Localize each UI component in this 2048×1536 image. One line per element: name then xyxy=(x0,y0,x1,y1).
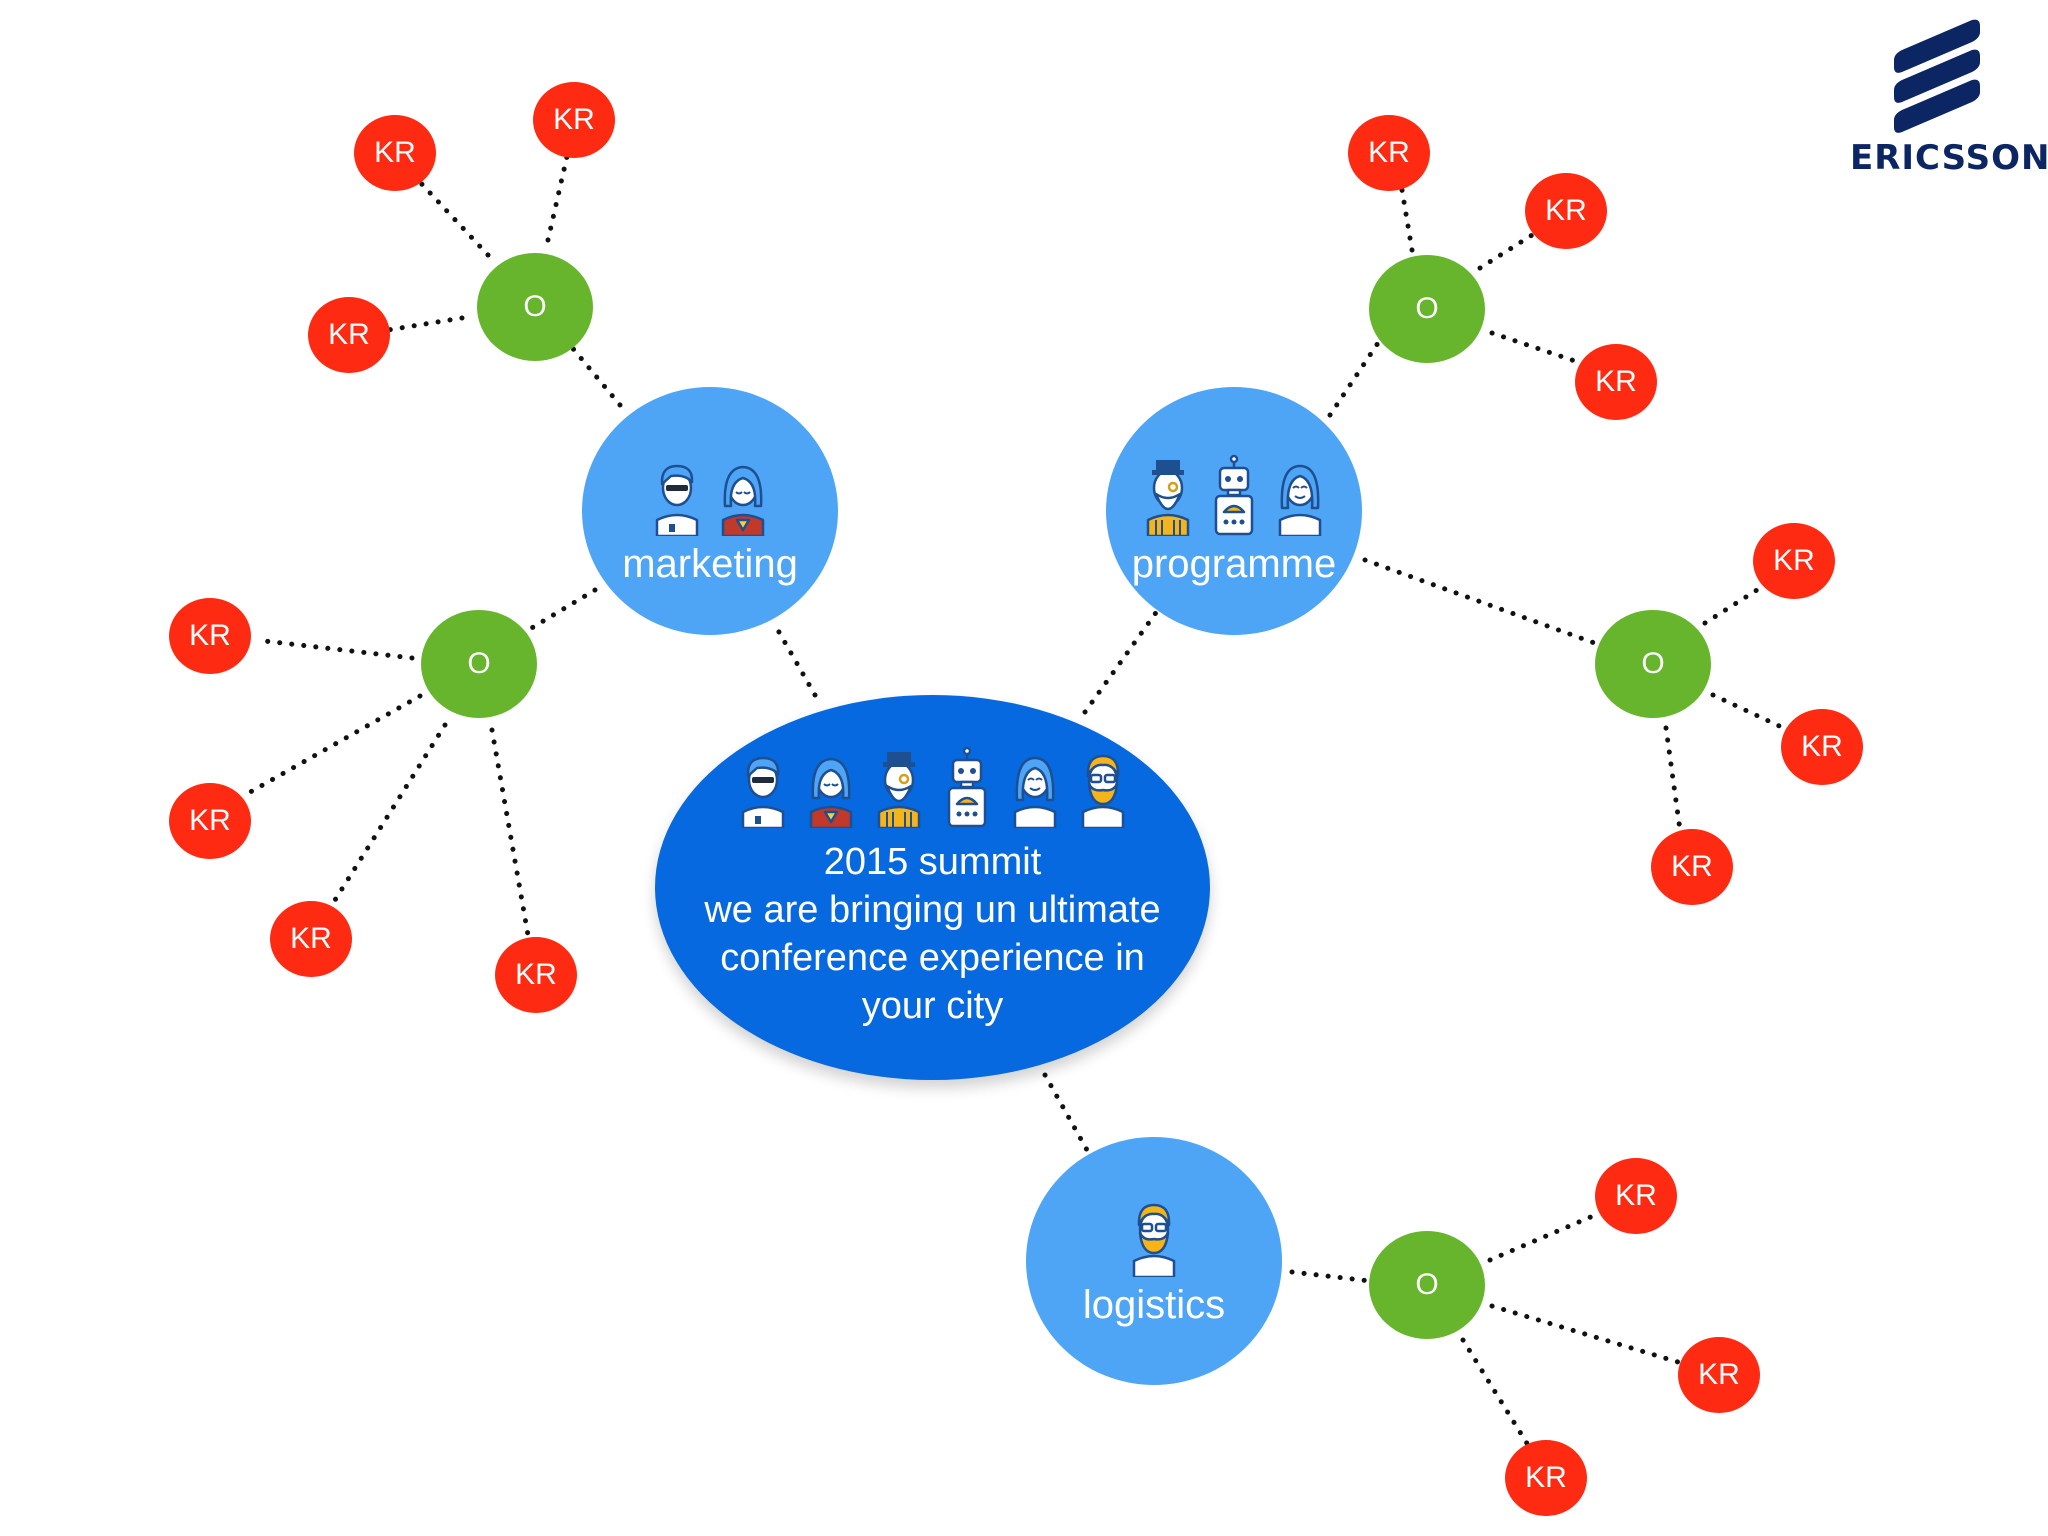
dotted-connector xyxy=(1702,580,1771,626)
ericsson-logo: ERICSSON xyxy=(1850,18,2048,188)
dotted-connector xyxy=(385,315,465,333)
objective-node-programme-upper[interactable]: O xyxy=(1369,255,1485,363)
dotted-connector xyxy=(1710,692,1793,734)
key-result-label: KR xyxy=(553,103,595,136)
key-result-label: KR xyxy=(515,958,557,991)
dotted-connector xyxy=(1042,1072,1090,1153)
key-result-label: KR xyxy=(1368,136,1410,169)
sunglasses-man-avatar xyxy=(655,464,699,536)
key-result-node[interactable]: KR xyxy=(1753,523,1835,599)
key-result-node[interactable]: KR xyxy=(1348,115,1430,191)
key-result-label: KR xyxy=(328,318,370,351)
key-result-label: KR xyxy=(1615,1179,1657,1212)
summit-tagline-line-1: we are bringing un ultimate xyxy=(704,888,1161,931)
key-result-node[interactable]: KR xyxy=(1505,1440,1587,1516)
key-result-label: KR xyxy=(1773,544,1815,577)
team-label-logistics: logistics xyxy=(1082,1282,1226,1327)
dotted-connector xyxy=(1082,597,1168,715)
dotted-connector xyxy=(1663,725,1683,833)
objective-label: O xyxy=(1415,1268,1439,1301)
bearded-hipster-avatar xyxy=(1081,754,1124,828)
summit-tagline-line-3: your city xyxy=(861,984,1004,1027)
key-result-node[interactable]: KR xyxy=(1651,829,1733,905)
objective-label: O xyxy=(1415,292,1439,325)
dotted-connector xyxy=(1487,1210,1603,1263)
summit-goal-node[interactable]: 2015 summit we are bringing un ultimate … xyxy=(655,695,1210,1080)
key-result-node[interactable]: KR xyxy=(270,901,352,977)
team-node-logistics[interactable]: logistics xyxy=(1026,1137,1282,1385)
team-node-programme[interactable]: programme xyxy=(1106,387,1362,635)
sunglasses-man-avatar xyxy=(741,756,784,828)
key-result-node[interactable]: KR xyxy=(533,82,615,158)
robot-avatar xyxy=(947,746,986,827)
key-result-node[interactable]: KR xyxy=(354,115,436,191)
dotted-connector xyxy=(567,342,623,408)
key-result-label: KR xyxy=(1595,365,1637,398)
dotted-connector xyxy=(332,722,448,903)
dotted-connector xyxy=(489,727,531,938)
key-result-label: KR xyxy=(189,619,231,652)
key-result-node[interactable]: KR xyxy=(169,783,251,859)
dotted-connector xyxy=(1489,330,1581,365)
key-result-label: KR xyxy=(290,922,332,955)
objective-label: O xyxy=(467,647,491,680)
bearded-hipster-avatar xyxy=(1132,1203,1176,1277)
key-result-label: KR xyxy=(1545,194,1587,227)
dotted-connector xyxy=(1460,1337,1531,1448)
ericsson-wordmark: ERICSSON xyxy=(1850,138,2048,178)
smiling-woman-avatar xyxy=(1013,756,1056,828)
objective-node-programme-lower[interactable]: O xyxy=(1595,610,1711,718)
key-result-label: KR xyxy=(1698,1358,1740,1391)
key-result-node[interactable]: KR xyxy=(1678,1337,1760,1413)
key-result-label: KR xyxy=(374,136,416,169)
key-result-node[interactable]: KR xyxy=(1595,1158,1677,1234)
objective-node-marketing-upper[interactable]: O xyxy=(477,253,593,361)
dotted-connector xyxy=(772,622,818,698)
key-result-node[interactable]: KR xyxy=(1781,709,1863,785)
wizard-avatar xyxy=(877,751,920,828)
robot-avatar xyxy=(1214,454,1254,535)
dotted-connector xyxy=(545,149,571,243)
key-result-label: KR xyxy=(1801,730,1843,763)
key-result-node[interactable]: KR xyxy=(1525,173,1607,249)
summit-title: 2015 summit xyxy=(823,840,1042,883)
dotted-connector xyxy=(1327,337,1383,418)
key-result-label: KR xyxy=(189,804,231,837)
dotted-connector xyxy=(415,177,491,258)
key-result-node[interactable]: KR xyxy=(169,598,251,674)
objective-node-logistics[interactable]: O xyxy=(1369,1231,1485,1339)
objective-label: O xyxy=(1641,647,1665,680)
team-node-marketing[interactable]: marketing xyxy=(582,387,838,635)
programme-avatar-row xyxy=(1142,454,1326,536)
dotted-connector xyxy=(1397,175,1415,253)
objective-node-marketing-lower[interactable]: O xyxy=(421,610,537,718)
key-result-label: KR xyxy=(1671,850,1713,883)
dotted-connector xyxy=(242,693,423,798)
ericsson-mark-icon xyxy=(1894,19,1980,133)
key-result-node[interactable]: KR xyxy=(495,937,577,1013)
summit-tagline-line-2: conference experience in xyxy=(720,936,1145,979)
team-label-programme: programme xyxy=(1131,541,1337,586)
team-label-marketing: marketing xyxy=(622,541,798,586)
dotted-connector xyxy=(253,637,415,661)
key-result-node[interactable]: KR xyxy=(1575,344,1657,420)
dotted-connector xyxy=(522,587,598,635)
objective-label: O xyxy=(523,290,547,323)
dotted-connector xyxy=(1362,557,1603,648)
smiling-woman-avatar xyxy=(1278,464,1322,536)
dotted-connector xyxy=(1289,1269,1373,1284)
superhero-woman-avatar xyxy=(809,757,852,828)
logistics-avatar-row xyxy=(1128,1195,1180,1277)
dotted-connector xyxy=(1477,227,1543,271)
marketing-avatar-row xyxy=(651,454,769,536)
dotted-connector xyxy=(1489,1303,1681,1365)
key-result-label: KR xyxy=(1525,1461,1567,1494)
center-avatar-row xyxy=(737,746,1129,828)
superhero-woman-avatar xyxy=(721,465,765,536)
wizard-avatar xyxy=(1146,459,1190,536)
key-result-node[interactable]: KR xyxy=(308,297,390,373)
